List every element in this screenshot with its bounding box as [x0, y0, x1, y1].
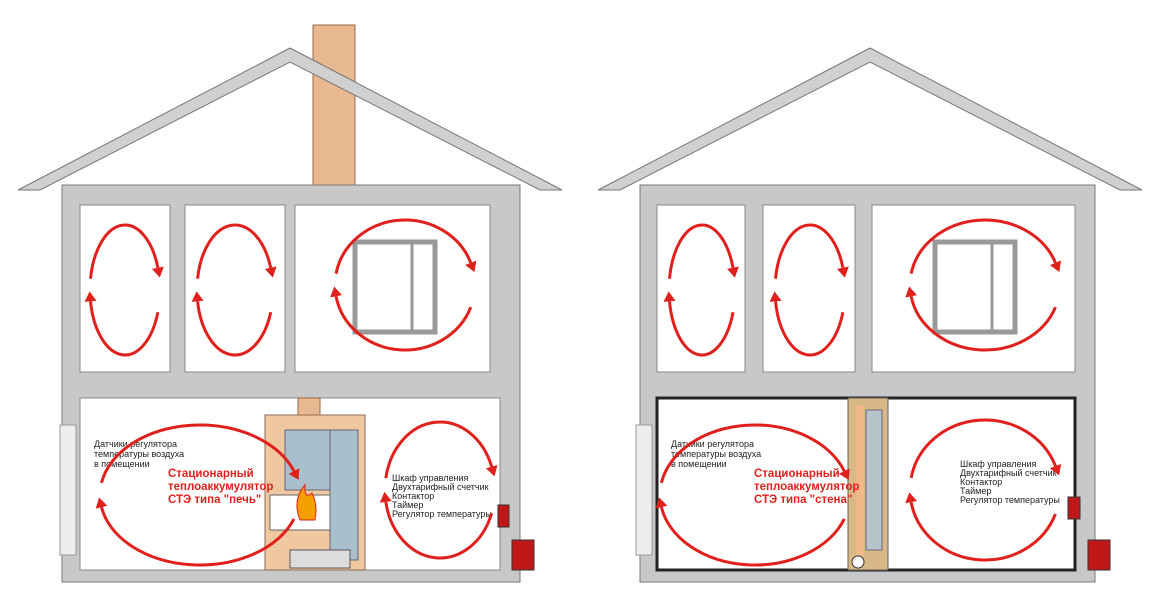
- control-cabinet: [497, 504, 510, 528]
- airflow-arc: [100, 423, 296, 484]
- airflow-arc: [659, 506, 846, 567]
- arrowhead-icon: [465, 260, 477, 273]
- wall-accumulator: [847, 397, 889, 571]
- chimney: [312, 24, 356, 186]
- door: [635, 424, 653, 556]
- arrowhead-icon: [727, 266, 739, 278]
- control-cabinet: [1067, 496, 1081, 520]
- stove-accumulator: [264, 397, 366, 571]
- airflow-arc: [659, 423, 846, 484]
- airflow-arc: [334, 296, 473, 352]
- airflow-arc: [668, 301, 735, 357]
- arrowhead-icon: [95, 497, 108, 509]
- arrowhead-icon: [655, 497, 668, 509]
- arrowhead-icon: [838, 468, 850, 481]
- arrowhead-icon: [330, 286, 342, 298]
- airflow-arc: [774, 301, 845, 357]
- arrowhead-icon: [1049, 463, 1062, 476]
- door: [59, 424, 77, 556]
- arrowhead-icon: [84, 291, 97, 302]
- arrowhead-icon: [191, 291, 204, 302]
- airflow-arc: [668, 223, 735, 279]
- arrowhead-icon: [663, 291, 676, 302]
- airflow-arc: [909, 295, 1057, 352]
- airflow-arc: [384, 501, 494, 560]
- fire-icon: [296, 483, 317, 521]
- airflow-arc: [89, 301, 160, 357]
- room: [762, 204, 856, 373]
- airflow-arc: [89, 223, 160, 279]
- arrowhead-icon: [485, 465, 498, 477]
- airflow-arc: [909, 418, 1057, 479]
- room: [656, 204, 746, 373]
- window: [352, 239, 438, 335]
- arrowhead-icon: [769, 291, 782, 302]
- airflow-arc: [196, 301, 273, 357]
- airflow-arc: [384, 420, 494, 479]
- window: [932, 239, 1018, 335]
- room: [79, 204, 171, 373]
- airflow-arc: [909, 218, 1057, 275]
- arrowhead-icon: [905, 286, 918, 298]
- roof: [597, 47, 1143, 191]
- arrowhead-icon: [152, 266, 164, 278]
- meter: [1087, 539, 1111, 571]
- airflow-arc: [909, 501, 1057, 562]
- airflow-arc: [196, 223, 273, 279]
- fan-icon: [851, 555, 865, 569]
- arrowhead-icon: [379, 491, 392, 503]
- arrowhead-icon: [905, 492, 918, 504]
- airflow-arrows: [84, 218, 1062, 567]
- airflow-arc: [100, 506, 296, 567]
- arrowhead-icon: [1049, 260, 1062, 272]
- arrowhead-icon: [837, 266, 849, 278]
- arrowhead-icon: [264, 266, 277, 278]
- meter: [511, 539, 535, 571]
- room: [184, 204, 286, 373]
- arrowhead-icon: [288, 468, 300, 480]
- airflow-arc: [334, 218, 473, 274]
- airflow-arc: [774, 223, 845, 279]
- roof: [17, 47, 563, 191]
